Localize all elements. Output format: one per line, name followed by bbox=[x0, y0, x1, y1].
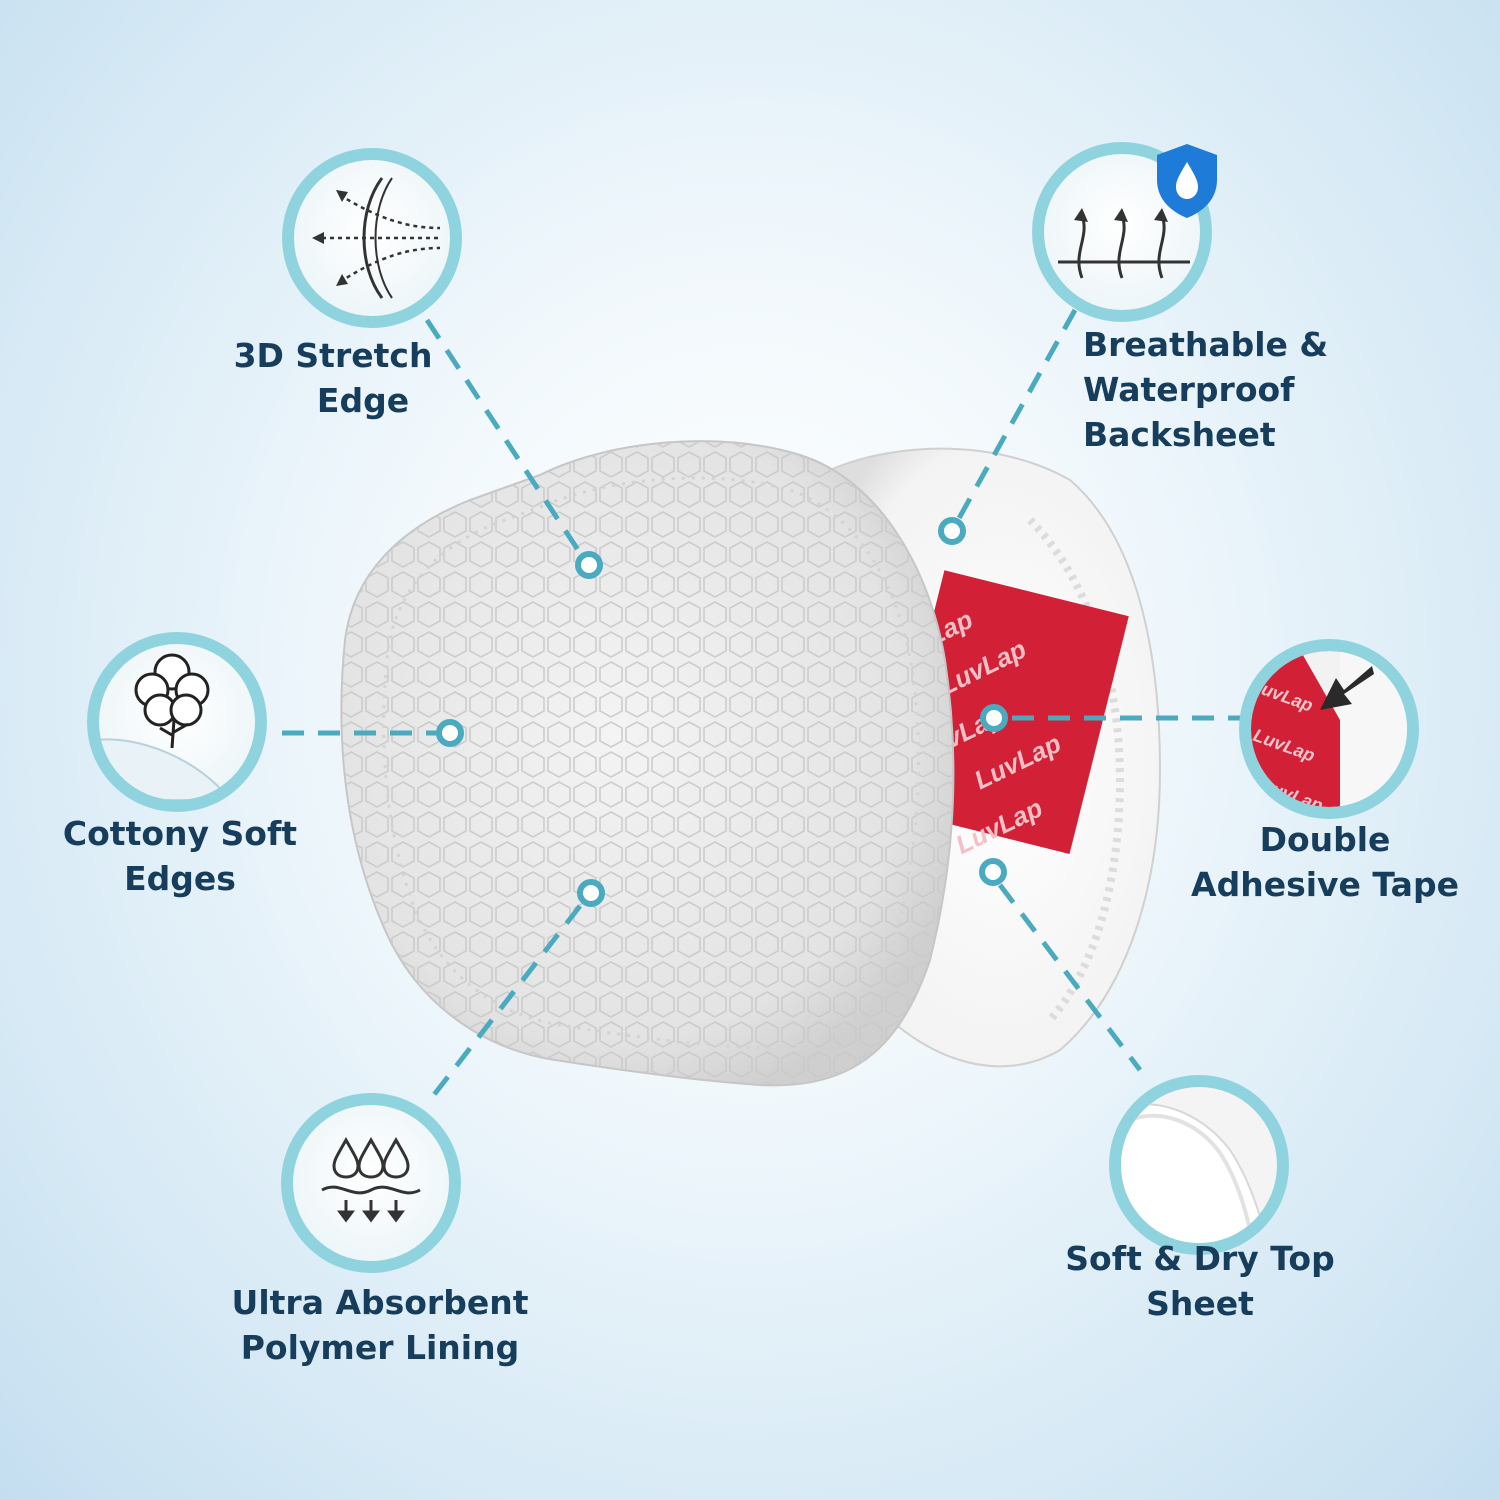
connector-topsheet bbox=[998, 883, 1142, 1072]
dot-absorbent bbox=[577, 879, 605, 907]
label-line: Polymer Lining bbox=[240, 1328, 520, 1367]
dot-topsheet bbox=[979, 858, 1007, 886]
waterproof-shield-icon bbox=[1157, 144, 1217, 218]
connector-lines bbox=[282, 308, 1240, 1102]
dot-stretch bbox=[575, 551, 603, 579]
label-breathable-waterproof-backsheet: Breathable & Waterproof Backsheet bbox=[1083, 322, 1343, 457]
connector-breathable bbox=[955, 308, 1078, 522]
connector-stretch bbox=[424, 318, 583, 555]
dot-adhesive bbox=[980, 704, 1008, 732]
soft-pad-icon bbox=[1109, 1075, 1289, 1255]
label-soft-dry-top-sheet: Soft & Dry Top Sheet bbox=[1060, 1236, 1340, 1326]
pointer-arrow-icon bbox=[1320, 666, 1374, 710]
label-line: Cottony Soft bbox=[62, 814, 298, 853]
pointer-dots bbox=[436, 517, 1008, 907]
connector-absorbent bbox=[428, 904, 582, 1102]
label-line: Adhesive Tape bbox=[1191, 865, 1459, 904]
label-double-adhesive-tape: Double Adhesive Tape bbox=[1190, 817, 1460, 907]
label-line: Backsheet bbox=[1083, 415, 1276, 454]
adhesive-tape-icon: LuvLap LuvLap LuvLap bbox=[1239, 639, 1419, 819]
label-ultra-absorbent-polymer-lining: Ultra Absorbent Polymer Lining bbox=[225, 1280, 535, 1370]
label-line: Waterproof bbox=[1083, 370, 1295, 409]
water-drops-icon bbox=[281, 1093, 461, 1273]
label-line: Soft & Dry Top bbox=[1065, 1239, 1335, 1278]
label-line: Breathable & bbox=[1083, 325, 1329, 364]
label-3d-stretch-edge: 3D Stretch Edge bbox=[222, 333, 444, 423]
label-line: Sheet bbox=[1146, 1284, 1254, 1323]
stretch-arrows-icon bbox=[282, 148, 462, 328]
label-line: Edges bbox=[124, 859, 236, 898]
dot-breathable bbox=[938, 517, 966, 545]
cotton-flower-icon bbox=[87, 632, 267, 812]
label-line: Ultra Absorbent bbox=[231, 1283, 529, 1322]
front-pad-image bbox=[340, 440, 955, 1087]
label-cottony-soft-edges: Cottony Soft Edges bbox=[60, 811, 300, 901]
label-line: Double bbox=[1259, 820, 1391, 859]
label-line: 3D Stretch bbox=[233, 336, 433, 375]
breathable-airflow-icon bbox=[1032, 142, 1217, 322]
dot-cottony bbox=[436, 719, 464, 747]
label-line: Edge bbox=[316, 381, 410, 420]
